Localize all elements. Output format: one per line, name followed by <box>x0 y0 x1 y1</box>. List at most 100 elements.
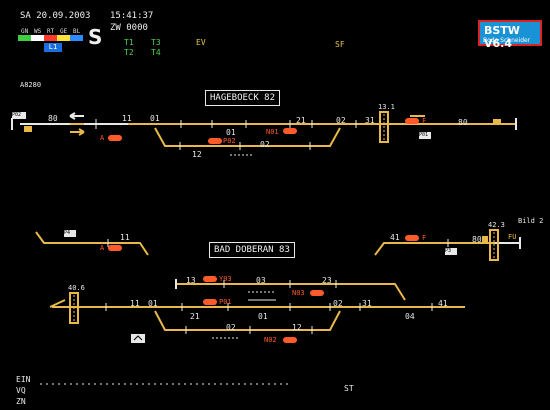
zw-counter: ZW 0000 <box>110 23 148 33</box>
hagebk-label-21: 21 <box>296 116 306 125</box>
doberan-label-13: 13 <box>186 276 196 285</box>
doberan-signal-label-p01[interactable]: P01 <box>219 298 232 306</box>
doberan-label-31: 31 <box>362 299 372 308</box>
doberan-signal-label-f[interactable]: F <box>422 234 427 242</box>
doberan-box-p3-label: P3 <box>445 248 452 254</box>
doberan-signal-label-n03[interactable]: N03 <box>292 289 305 297</box>
doberan-signal-label-a[interactable]: A <box>100 244 105 252</box>
logo-title: BSTW V6.4 <box>484 24 520 50</box>
hagebk-signal-label-p02[interactable]: P02 <box>223 137 236 145</box>
time-label: 15:41:37 <box>110 11 154 21</box>
hagebk-signal-label-a[interactable]: A <box>100 134 105 142</box>
doberan-platform-40-6 <box>69 292 79 324</box>
hagebk-box-p01[interactable]: P01 <box>419 132 431 139</box>
ev-indicator[interactable]: EV <box>196 38 206 47</box>
doberan-upper-tracks <box>35 231 520 256</box>
hagebk-label-12: 12 <box>192 150 202 159</box>
signal-hagebk-f <box>405 118 419 124</box>
st-label: ST <box>344 384 354 393</box>
doberan-label-40-6: 40.6 <box>68 284 85 292</box>
hagebk-platform-13-1 <box>379 111 389 143</box>
hagebk-track-12-02 <box>154 127 341 147</box>
doberan-label-01b: 01 <box>258 312 268 321</box>
signal-hagebk-p02 <box>208 138 222 144</box>
doberan-signal-label-n02[interactable]: N02 <box>264 336 277 344</box>
doberan-label-01: 01 <box>148 299 158 308</box>
signal-doberan-n03 <box>310 290 324 296</box>
legend-label-bl: BL <box>73 28 81 35</box>
signal-hagebk-a <box>108 135 122 141</box>
zn-label: ZN <box>16 397 26 406</box>
doberan-lower-tracks <box>49 283 465 331</box>
doberan-label-41: 41 <box>390 233 400 242</box>
doberan-box-p3[interactable]: P3 <box>445 248 457 255</box>
hagebk-direction-arrows <box>69 112 85 136</box>
hagebk-label-01a: 01 <box>150 114 160 123</box>
station-name-hagebk[interactable]: HAGEBOECK 82 <box>205 90 281 106</box>
t3-indicator[interactable]: T3 <box>151 38 161 47</box>
signal-doberan-f <box>405 235 419 241</box>
doberan-label-42-3: 42.3 <box>488 221 505 229</box>
t1-indicator[interactable]: T1 <box>124 38 134 47</box>
a8280-label: A8280 <box>20 81 42 89</box>
hagebk-label-02b: 02 <box>260 140 270 149</box>
hagebk-markers <box>11 118 517 150</box>
vq-label: VQ <box>16 386 26 395</box>
signal-doberan-n02 <box>283 337 297 343</box>
doberan-label-80: 80 <box>472 235 482 244</box>
legend-swatch-rt <box>44 35 57 41</box>
doberan-label-12: 12 <box>292 323 302 332</box>
t2-indicator[interactable]: T2 <box>124 48 134 57</box>
logo-author: Bodo Schneider <box>483 37 531 44</box>
legend-swatch-ge <box>57 35 70 41</box>
doberan-signal-label-y03[interactable]: Y03 <box>219 275 232 283</box>
ein-label: EIN <box>16 375 31 384</box>
doberan-label-03: 03 <box>256 276 266 285</box>
doberan-label-23: 23 <box>322 276 332 285</box>
hagebk-signal-label-f[interactable]: F <box>422 117 427 125</box>
doberan-label-11: 11 <box>120 233 130 242</box>
legend-label-ge: GE <box>60 28 68 35</box>
hagebk-label-13-1: 13.1 <box>378 103 395 111</box>
hagebk-signal-label-n01[interactable]: N01 <box>266 128 279 136</box>
legend-swatch-bl <box>70 35 83 41</box>
doberan-label-04: 04 <box>405 312 415 321</box>
hagebk-box-p02[interactable]: P02 <box>12 112 26 119</box>
legend-swatch-gn <box>18 35 31 41</box>
hagebk-label-80: 80 <box>48 114 58 123</box>
doberan-signal-label-fu[interactable]: FU <box>508 233 517 241</box>
doberan-platform-42-3 <box>489 229 499 261</box>
hagebk-label-80r: 80 <box>458 118 468 127</box>
doberan-label-02: 02 <box>333 299 343 308</box>
legend-label-gn: GN <box>21 28 29 35</box>
hagebk-label-31: 31 <box>365 116 375 125</box>
doberan-box-p4[interactable]: P4 <box>64 230 76 237</box>
hagebk-label-02: 02 <box>336 116 346 125</box>
l1-indicator[interactable]: L1 <box>44 43 62 52</box>
hagebk-box-p01-label: P01 <box>419 132 429 138</box>
hagebk-label-11: 11 <box>122 114 132 123</box>
doberan-label-41b: 41 <box>438 299 448 308</box>
t4-indicator[interactable]: T4 <box>151 48 161 57</box>
signal-doberan-a <box>108 245 122 251</box>
station-name-doberan[interactable]: BAD DOBERAN 83 <box>209 242 295 258</box>
doberan-label-11b: 11 <box>130 299 140 308</box>
bstw-logo: BSTW V6.4 Bodo Schneider <box>478 20 542 50</box>
signal-doberan-p01 <box>203 299 217 305</box>
route-icon <box>131 334 145 343</box>
doberan-label-02b: 02 <box>226 323 236 332</box>
hagebk-label-01b: 01 <box>226 128 236 137</box>
hagebk-box-p02-label: P02 <box>12 112 22 118</box>
doberan-box-p4-label: P4 <box>64 230 71 236</box>
doberan-label-21: 21 <box>190 312 200 321</box>
mode-letter: S <box>88 25 103 49</box>
sf-indicator[interactable]: SF <box>335 40 345 49</box>
bild-2-label[interactable]: Bild 2 <box>518 217 544 225</box>
signal-doberan-y03 <box>203 276 217 282</box>
signals <box>108 118 419 343</box>
legend-label-ws: WS <box>34 28 42 35</box>
legend-swatch-ws <box>31 35 44 41</box>
date-label: SA 20.09.2003 <box>20 11 91 21</box>
